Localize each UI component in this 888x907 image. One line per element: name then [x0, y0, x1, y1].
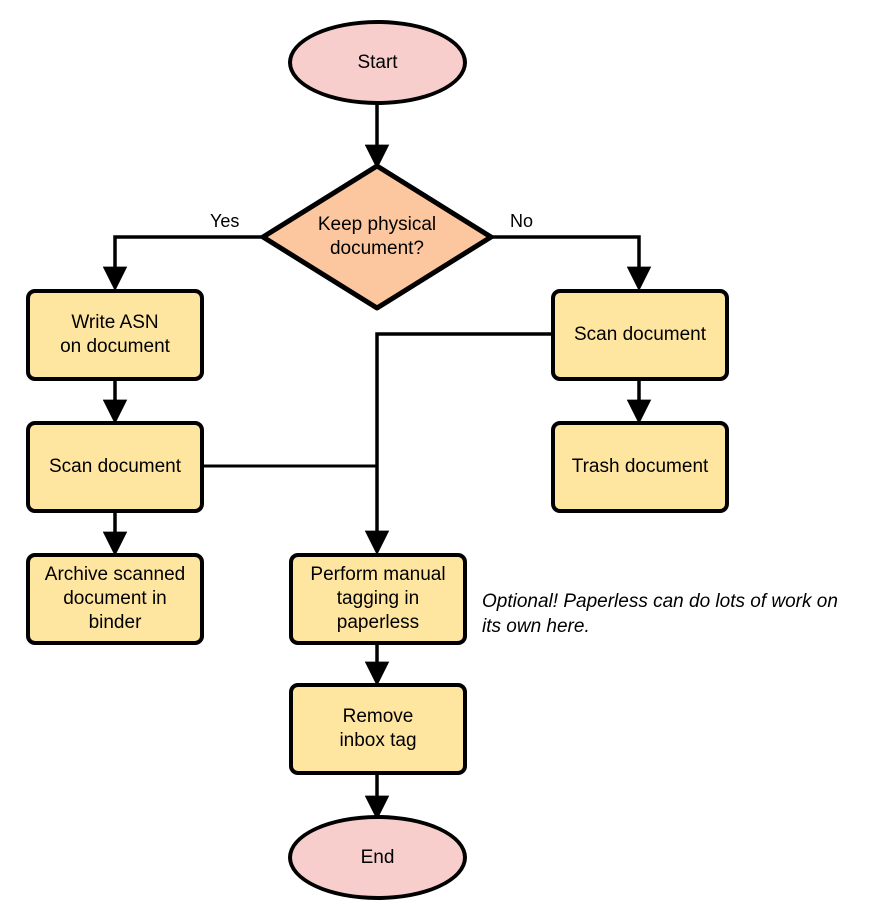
node-manual-tagging[interactable]: Perform manual tagging in paperless [289, 553, 467, 645]
node-trash-document-label: Trash document [571, 456, 709, 477]
node-decision-label-line2: document? [329, 238, 424, 259]
node-remove-inbox-tag-label-line2: inbox tag [339, 730, 417, 751]
node-manual-tagging-label-line3: paperless [336, 612, 420, 633]
annotation-optional-note: Optional! Paperless can do lots of work … [482, 589, 882, 639]
node-trash-document[interactable]: Trash document [551, 421, 729, 513]
edge-decision-to-write-asn [102, 235, 265, 292]
node-decision[interactable]: Keep physical document? [277, 196, 477, 278]
node-scan-document-left[interactable]: Scan document [26, 421, 204, 513]
node-archive-document-label-line2: document in [63, 588, 167, 609]
decision-diamond-shape[interactable] [260, 163, 494, 311]
node-write-asn[interactable]: Write ASN on document [26, 289, 204, 381]
node-start[interactable]: Start [288, 20, 467, 105]
node-decision-label-line1: Keep physical [317, 214, 437, 235]
node-end-label: End [360, 846, 395, 868]
node-end[interactable]: End [288, 815, 467, 900]
node-write-asn-label-line1: Write ASN [71, 312, 159, 333]
node-start-label: Start [357, 51, 398, 73]
node-archive-document-label-line1: Archive scanned [44, 564, 186, 585]
edge-label-no: No [510, 211, 534, 231]
node-archive-document-label-line3: binder [88, 612, 142, 633]
node-archive-document[interactable]: Archive scanned document in binder [26, 553, 204, 645]
node-scan-document-left-label: Scan document [48, 456, 182, 477]
node-write-asn-label-line2: on document [60, 336, 170, 357]
node-scan-document-right-label: Scan document [573, 324, 707, 345]
edge-label-yes: Yes [210, 211, 240, 231]
annotation-line2: its own here. [482, 616, 590, 637]
node-manual-tagging-label-line2: tagging in [336, 588, 420, 609]
node-scan-document-right[interactable]: Scan document [551, 289, 729, 381]
annotation-line1: Optional! Paperless can do lots of work … [482, 591, 838, 612]
node-remove-inbox-tag[interactable]: Remove inbox tag [289, 683, 467, 775]
edge-decision-to-scan-right [489, 235, 652, 292]
node-manual-tagging-label-line1: Perform manual [310, 564, 446, 585]
edge-scan-right-to-tagging [364, 332, 553, 556]
node-remove-inbox-tag-label-line1: Remove [342, 706, 414, 727]
